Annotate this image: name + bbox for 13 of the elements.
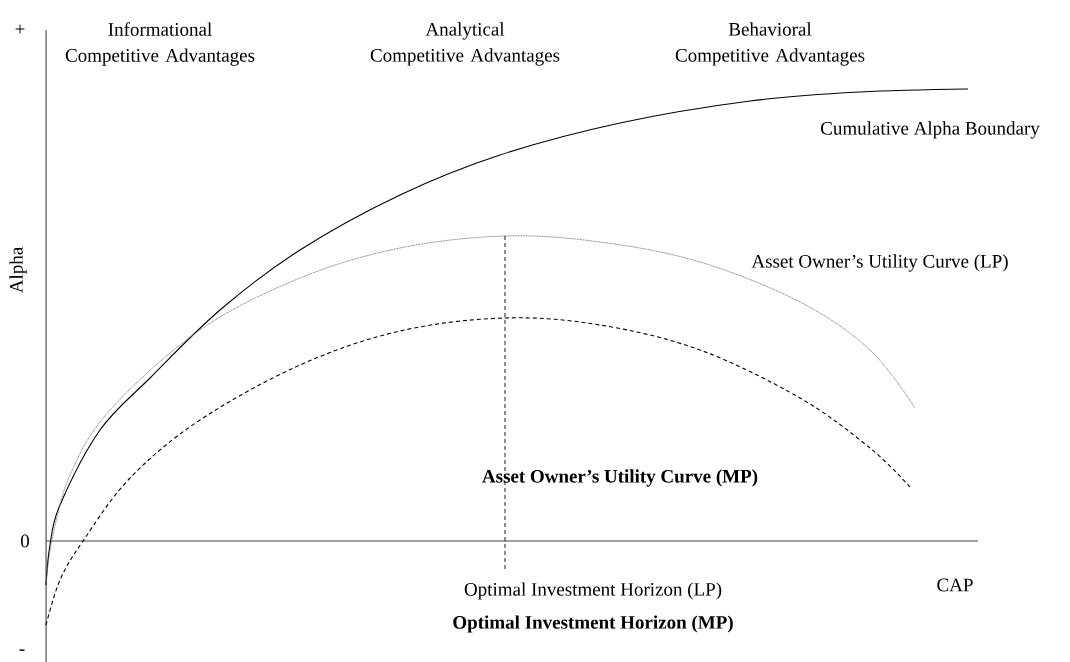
column-heading: Informational Competitive Advantages bbox=[65, 22, 255, 66]
tick-label: - bbox=[19, 649, 25, 651]
axis-label: Alpha bbox=[9, 247, 27, 293]
curve-label: Cumulative Alpha Boundary bbox=[821, 121, 1040, 139]
column-heading: Analytical Competitive Advantages bbox=[370, 22, 560, 66]
tick-label: + bbox=[15, 24, 25, 34]
column-heading: Behavioral Competitive Advantages bbox=[675, 22, 865, 66]
curve-label: Asset Owner’s Utility Curve (LP) bbox=[751, 254, 1008, 272]
tick-label: 0 bbox=[21, 534, 29, 548]
axis-label: Optimal Investment Horizon (LP) bbox=[464, 582, 722, 600]
curve-label: Asset Owner’s Utility Curve (MP) bbox=[482, 469, 758, 487]
axis-label: CAP bbox=[937, 578, 973, 592]
axis-label: Optimal Investment Horizon (MP) bbox=[453, 615, 733, 633]
